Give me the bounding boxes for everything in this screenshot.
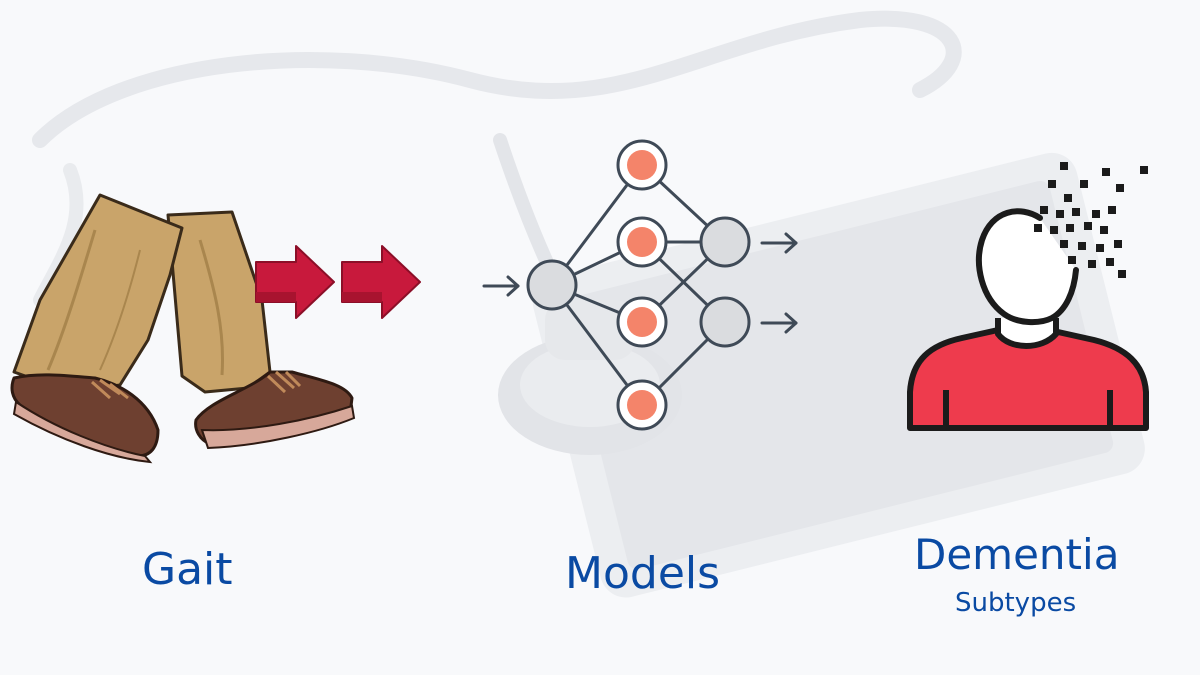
output-node [699,296,751,348]
output-node [699,216,751,268]
network-nodes [526,139,751,431]
hidden-node-fills [627,150,657,420]
walking-legs-icon [10,193,356,464]
gait-label: Gait [142,544,233,595]
subtypes-label: Subtypes [955,588,1077,618]
person-head-dissolving-icon [907,162,1149,431]
dementia-label: Dementia [914,530,1120,579]
models-label: Models [565,548,721,599]
input-node [526,259,578,311]
double-red-arrow-icon [255,245,421,319]
